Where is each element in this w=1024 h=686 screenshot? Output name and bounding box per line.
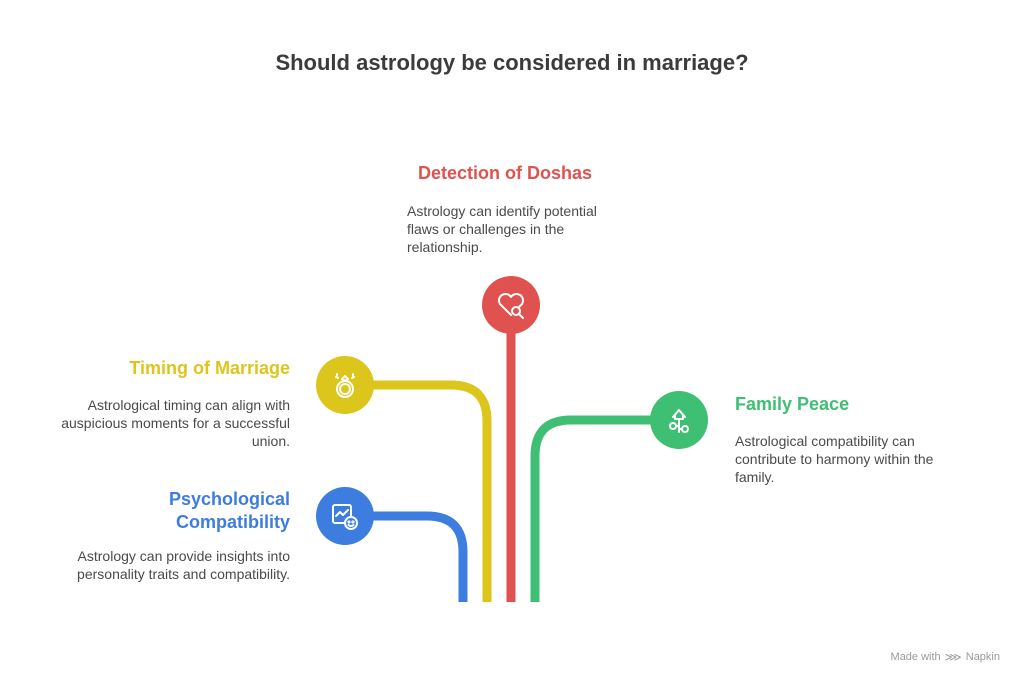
ring-icon — [335, 373, 355, 398]
doshas-description: Astrology can identify potential flaws o… — [407, 203, 597, 255]
brand-name: Napkin — [965, 651, 1000, 663]
heart-search-icon — [497, 292, 525, 319]
psychological-heading: Psychological Compatibility — [168, 489, 290, 532]
family-tree-icon — [669, 409, 689, 433]
family-icon-circle — [650, 391, 708, 449]
timing-icon-circle — [316, 356, 374, 414]
doshas-heading: Detection of Doshas — [418, 163, 593, 183]
psychological-description: Astrology can provide insights into pers… — [77, 548, 290, 582]
credit: Made with ⋙ Napkin — [891, 650, 1000, 664]
family-description: Astrological compatibility can contribut… — [735, 433, 934, 485]
psychological-line — [344, 511, 468, 602]
napkin-logo-icon: ⋙ — [944, 650, 962, 664]
psychological-icon-circle — [316, 487, 374, 545]
timing-description: Astrological timing can align with auspi… — [61, 397, 290, 449]
family-heading: Family Peace — [735, 394, 850, 414]
timing-heading: Timing of Marriage — [129, 358, 290, 378]
diagram-title: Should astrology be considered in marria… — [275, 50, 749, 75]
made-with-label: Made with — [890, 651, 941, 663]
doshas-icon-circle — [482, 276, 540, 334]
mind-chart-icon — [332, 504, 358, 530]
timing-line — [344, 380, 492, 602]
family-line — [530, 415, 678, 602]
